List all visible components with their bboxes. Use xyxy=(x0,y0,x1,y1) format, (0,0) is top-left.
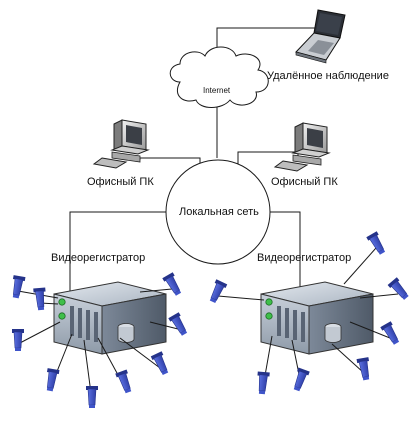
camera-icon xyxy=(209,279,228,304)
local-network-label: Локальная сеть xyxy=(179,206,259,218)
link-localnet-dvr-right xyxy=(268,211,301,296)
camera-wire xyxy=(149,321,179,330)
server-icon xyxy=(53,281,167,355)
camera-icon xyxy=(293,367,310,392)
internet-cloud xyxy=(169,46,269,108)
camera-icon xyxy=(356,357,370,381)
office-pc-right-label: Офисный ПК xyxy=(271,176,338,188)
camera-wire xyxy=(343,247,377,285)
camera-icon xyxy=(257,371,270,395)
camera-icon xyxy=(115,369,132,394)
camera-icon xyxy=(380,321,400,345)
camera-icon xyxy=(86,386,98,408)
camera-wire xyxy=(349,321,391,339)
desktop-pc-icon xyxy=(273,122,331,172)
desktop-pc-icon xyxy=(92,119,150,169)
link-localnet-dvr-left xyxy=(69,211,170,296)
link-pc-left-localnet xyxy=(139,157,201,164)
camera-icon xyxy=(366,231,386,255)
server-icon xyxy=(260,281,374,355)
dvr-left-label: Видеорегистратор xyxy=(51,252,146,264)
camera-icon xyxy=(12,329,24,351)
camera-icon xyxy=(150,351,169,376)
remote-monitoring-label: Удалённое наблюдение xyxy=(267,70,389,82)
camera-icon xyxy=(168,312,188,336)
cameras xyxy=(12,231,409,408)
dvr-right-label: Видеорегистратор xyxy=(257,252,352,264)
camera-icon xyxy=(33,287,46,311)
camera-wire xyxy=(217,295,265,301)
camera-wire xyxy=(331,343,365,374)
camera-wire xyxy=(359,293,399,299)
camera-icon xyxy=(387,277,409,300)
internet-label: Internet xyxy=(203,86,231,95)
camera-icon xyxy=(12,275,26,299)
office-pc-left-label: Офисный ПК xyxy=(87,176,154,188)
camera-icon xyxy=(162,272,182,296)
camera-wire xyxy=(119,337,161,369)
camera-icon xyxy=(46,368,60,392)
camera-wire xyxy=(139,288,173,293)
laptop-icon xyxy=(295,9,346,64)
camera-wire xyxy=(17,321,61,345)
local-network-circle xyxy=(165,159,271,265)
